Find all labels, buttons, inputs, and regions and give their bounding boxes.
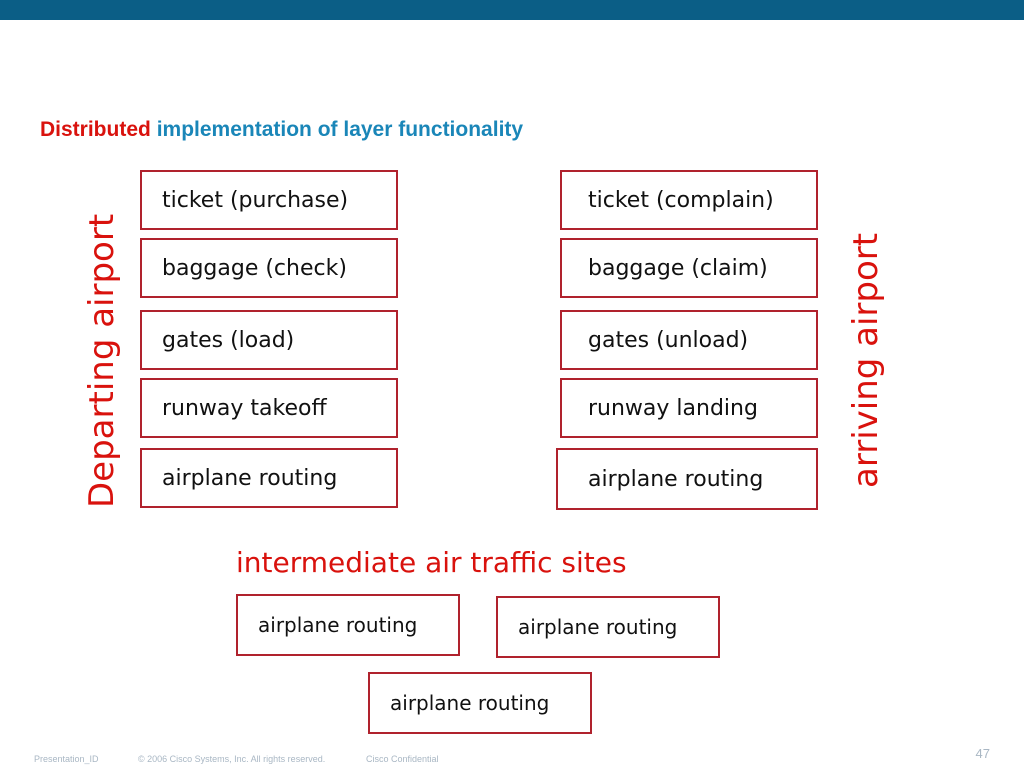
intermediate-sites-label: intermediate air traffic sites bbox=[236, 546, 627, 579]
arriving-layer-gates: gates (unload) bbox=[560, 310, 818, 370]
title-rest: implementation of layer functionality bbox=[156, 118, 524, 141]
footer-confidential: Cisco Confidential bbox=[366, 754, 439, 764]
departing-layer-ticket: ticket (purchase) bbox=[140, 170, 398, 230]
intermediate-routing-1: airplane routing bbox=[236, 594, 460, 656]
arriving-layer-runway: runway landing bbox=[560, 378, 818, 438]
departing-layer-runway: runway takeoff bbox=[140, 378, 398, 438]
intermediate-routing-3: airplane routing bbox=[368, 672, 592, 734]
footer-presentation-id: Presentation_ID bbox=[34, 754, 99, 764]
departing-airport-label: Departing airport bbox=[82, 213, 122, 508]
intermediate-routing-2: airplane routing bbox=[496, 596, 720, 658]
footer-copyright: © 2006 Cisco Systems, Inc. All rights re… bbox=[138, 754, 326, 764]
arriving-layer-routing: airplane routing bbox=[556, 448, 818, 510]
arriving-layer-baggage: baggage (claim) bbox=[560, 238, 818, 298]
page-number: 47 bbox=[975, 746, 990, 761]
top-banner bbox=[0, 0, 1024, 20]
departing-layer-baggage: baggage (check) bbox=[140, 238, 398, 298]
arriving-airport-label: arriving airport bbox=[846, 232, 886, 488]
departing-layer-gates: gates (load) bbox=[140, 310, 398, 370]
departing-layer-routing: airplane routing bbox=[140, 448, 398, 508]
title-emphasis: Distributed bbox=[40, 118, 151, 141]
arriving-layer-ticket: ticket (complain) bbox=[560, 170, 818, 230]
slide-title: Distributed implementation of layer func… bbox=[40, 118, 523, 142]
